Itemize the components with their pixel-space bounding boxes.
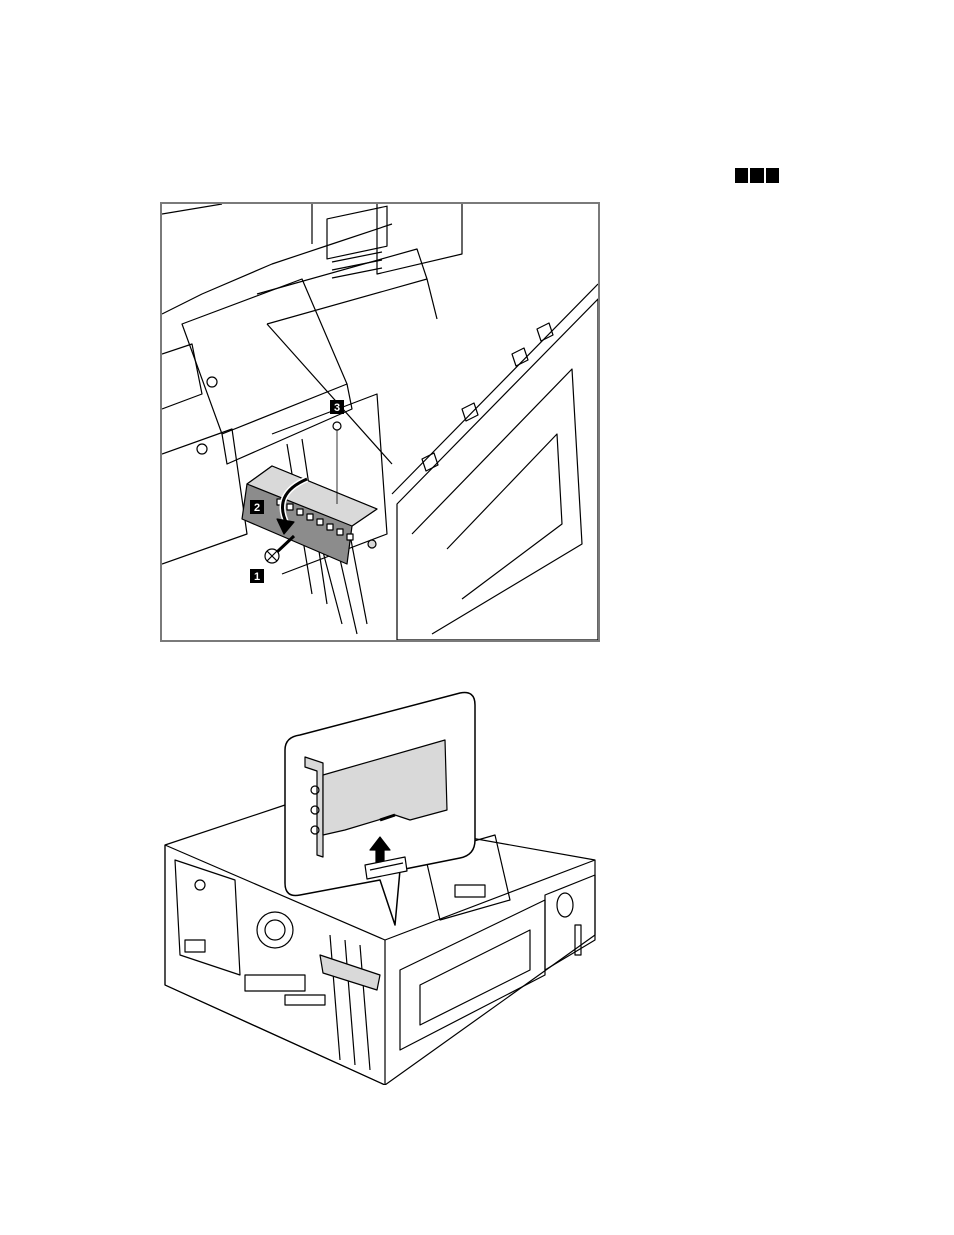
- figure-remove-bracket: 3 2 1: [160, 202, 600, 642]
- black-mark-1: [735, 168, 748, 183]
- figure-install-card-drawing: [155, 685, 615, 1085]
- callout-2: 2: [254, 502, 260, 514]
- figure-install-card: [155, 685, 615, 1085]
- black-mark-2: [750, 168, 763, 183]
- callout-1: 1: [254, 571, 260, 583]
- callout-3: 3: [334, 402, 340, 414]
- header-black-marks: [735, 168, 779, 183]
- black-mark-3: [766, 168, 779, 183]
- figure-remove-bracket-drawing: 3 2 1: [162, 204, 598, 640]
